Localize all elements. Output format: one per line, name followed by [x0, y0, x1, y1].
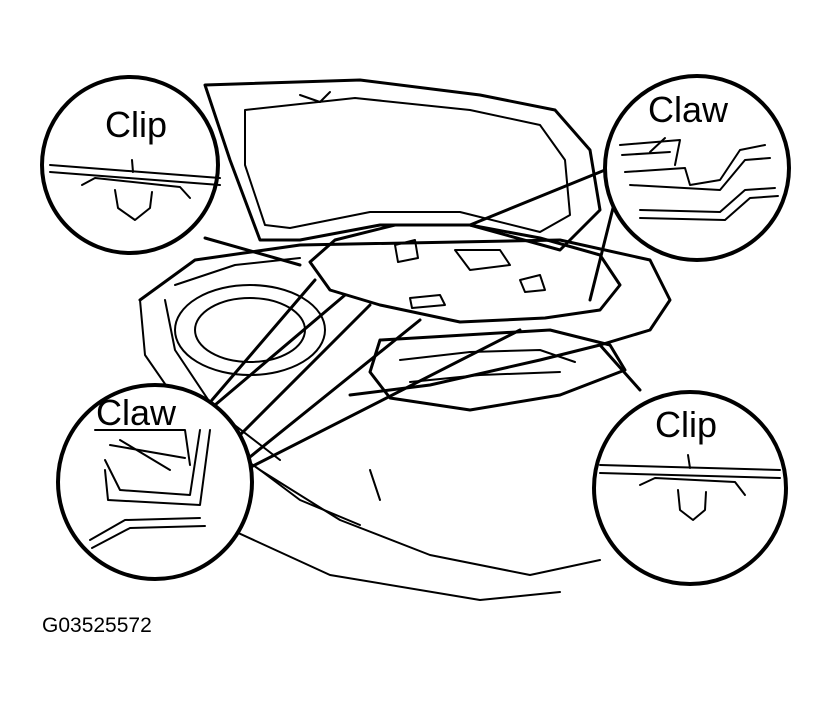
callout-clip-top-left: Clip — [40, 75, 221, 255]
leader-lines — [203, 168, 642, 472]
callout-label-clip-bottom-right: Clip — [655, 404, 717, 445]
rear-panel-trim — [368, 328, 627, 412]
callout-label-claw-top-right: Claw — [648, 89, 729, 130]
callout-label-claw-bottom-left: Claw — [96, 392, 177, 433]
trunk-lid — [203, 78, 602, 252]
callout-claw-bottom-left: Claw — [56, 383, 254, 581]
figure-code: G03525572 — [42, 614, 152, 637]
callout-claw-top-right: Claw — [603, 74, 791, 262]
callout-clip-bottom-right: Clip — [592, 390, 788, 586]
car-body — [138, 238, 672, 601]
callout-label-clip-top-left: Clip — [105, 104, 167, 145]
trunk-floor-trim-panel — [308, 223, 622, 324]
